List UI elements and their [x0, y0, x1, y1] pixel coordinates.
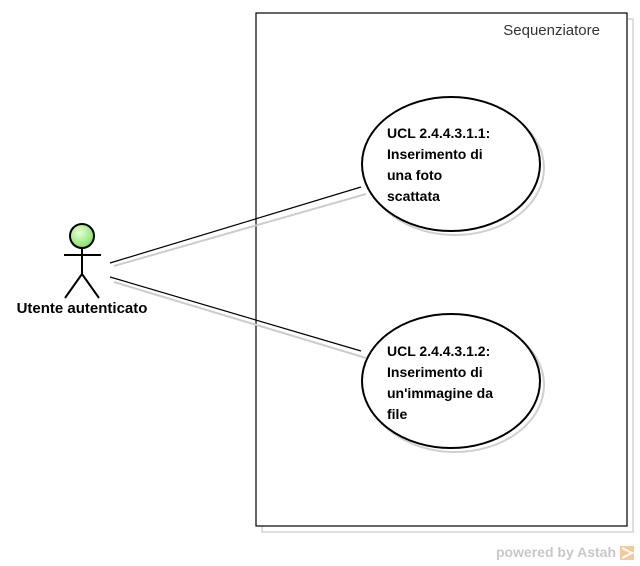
use-case-1-line-4: scattata — [387, 188, 440, 204]
footer-text: powered by Astah — [496, 544, 616, 560]
use-case-2[interactable]: UCL 2.4.4.3.1.2: Inserimento di un'immag… — [361, 313, 545, 453]
actor-name: Utente autenticato — [17, 300, 148, 317]
association-shadow-2 — [113, 281, 367, 359]
system-name: Sequenziatore — [503, 22, 600, 39]
actor-figure-icon — [64, 223, 101, 299]
use-case-2-ellipse[interactable] — [361, 313, 541, 449]
use-case-1-line-3: una foto — [387, 167, 442, 183]
use-case-2-line-2: Inserimento di — [387, 364, 483, 380]
association-line-2[interactable] — [109, 276, 362, 352]
use-case-1-ellipse[interactable] — [361, 96, 541, 232]
use-case-2-line-4: file — [387, 406, 407, 422]
actor-head — [69, 223, 95, 249]
use-case-1[interactable]: UCL 2.4.4.3.1.1: Inserimento di una foto… — [361, 96, 545, 236]
astah-logo-icon — [620, 546, 635, 560]
actor-left-leg — [64, 273, 83, 299]
use-case-1-line-1: UCL 2.4.4.3.1.1: — [387, 125, 490, 141]
association-shadow-1 — [113, 193, 367, 267]
association-line-1[interactable] — [109, 186, 362, 264]
actor[interactable]: Utente autenticato — [17, 223, 148, 317]
footer: powered by Astah — [496, 544, 635, 560]
actor-right-leg — [81, 273, 100, 299]
system-boundary[interactable] — [255, 12, 628, 527]
use-case-1-line-2: Inserimento di — [387, 146, 483, 162]
use-case-2-line-3: un'immagine da — [387, 385, 493, 401]
use-case-2-line-1: UCL 2.4.4.3.1.2: — [387, 343, 490, 359]
